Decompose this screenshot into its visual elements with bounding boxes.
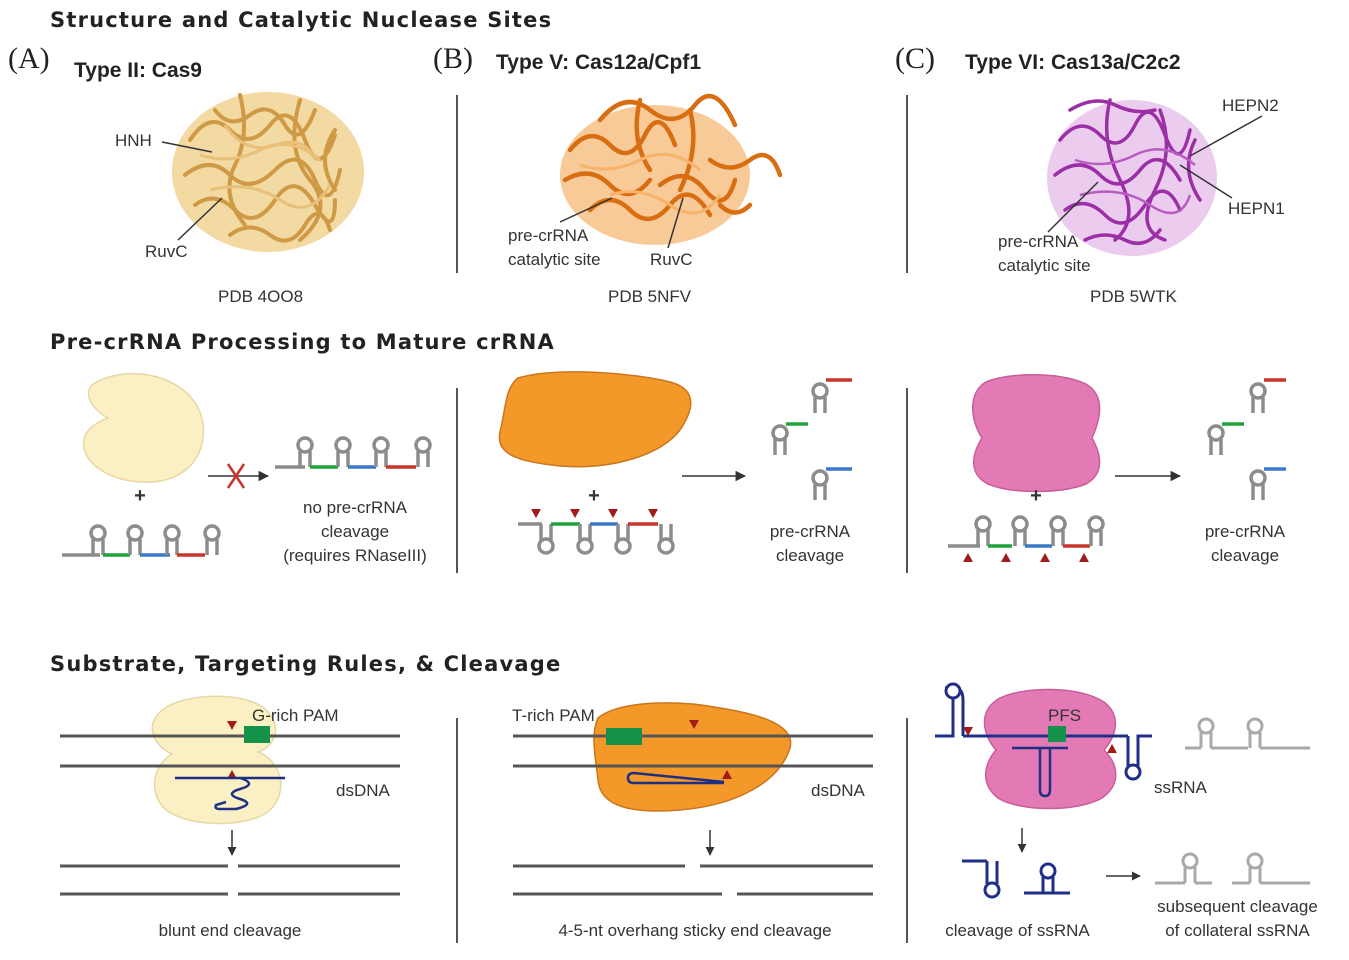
panel-title-b: Type V: Cas12a/Cpf1 bbox=[496, 51, 702, 74]
pdb-label-c: PDB 5WTK bbox=[1090, 287, 1177, 306]
panel-title-c: Type VI: Cas13a/C2c2 bbox=[965, 51, 1181, 74]
hepn1-leader bbox=[1179, 164, 1233, 199]
ruvc-leader-b bbox=[667, 197, 684, 249]
processing-label-c-line2: cleavage bbox=[1210, 546, 1280, 565]
label-ruvc-b: RuvC bbox=[650, 250, 693, 269]
panel-title-a: Type II: Cas9 bbox=[74, 59, 202, 82]
cleavage-label-c: cleavage of ssRNA bbox=[945, 921, 1090, 940]
cas9-structure bbox=[172, 92, 364, 252]
cas12a-protein-shape bbox=[498, 371, 692, 468]
hnh-leader bbox=[161, 141, 213, 153]
pfs-box bbox=[1048, 726, 1066, 742]
cas13a-protein-shape bbox=[972, 373, 1101, 493]
pfs-label: PFS bbox=[1048, 706, 1082, 725]
collateral-ssrna-intact bbox=[1185, 717, 1310, 750]
pam-box-a bbox=[244, 726, 270, 743]
pdb-label-a: PDB 4OO8 bbox=[218, 287, 304, 306]
precrrna-array-a-uncleaved bbox=[275, 436, 432, 469]
label-catalytic-site-b: catalytic site bbox=[508, 250, 601, 269]
section-title-substrate: Substrate, Targeting Rules, & Cleavage bbox=[50, 652, 562, 676]
precrrna-leader-c bbox=[1047, 181, 1099, 233]
panel-letter-c: (C) bbox=[895, 42, 935, 75]
ruvc-leader-a bbox=[177, 197, 223, 241]
divider-top-1 bbox=[456, 95, 458, 273]
section-title-structure: Structure and Catalytic Nuclease Sites bbox=[50, 8, 553, 32]
guide-rna-b bbox=[626, 771, 725, 785]
substrate-label-c: ssRNA bbox=[1154, 778, 1207, 797]
label-hepn2: HEPN2 bbox=[1222, 96, 1279, 115]
substrate-label-b: dsDNA bbox=[811, 781, 865, 800]
section-title-processing: Pre-crRNA Processing to Mature crRNA bbox=[50, 330, 555, 354]
collateral-label-line2: of collateral ssRNA bbox=[1165, 921, 1310, 940]
cleavage-label-b: 4-5-nt overhang sticky end cleavage bbox=[558, 921, 832, 940]
cas9-protein-shape bbox=[82, 373, 205, 483]
label-precrrna-b: pre-crRNA bbox=[508, 226, 589, 245]
plus-sign-c: + bbox=[1030, 485, 1042, 507]
cleaved-ssrna bbox=[962, 859, 1070, 899]
plus-sign-a: + bbox=[134, 485, 146, 507]
substrate-label-a: dsDNA bbox=[336, 781, 390, 800]
crrna-c bbox=[1012, 746, 1068, 798]
cas12a-substrate-shape bbox=[593, 702, 792, 812]
pdb-label-b: PDB 5NFV bbox=[608, 287, 692, 306]
ssrna-hairpin-right bbox=[1124, 763, 1142, 781]
label-ruvc-a: RuvC bbox=[145, 242, 188, 261]
collateral-label-line1: subsequent cleavage bbox=[1157, 897, 1318, 916]
plus-sign-b: + bbox=[588, 485, 600, 507]
processing-label-b-line1: pre-crRNA bbox=[769, 522, 851, 541]
cas12a-structure bbox=[560, 93, 783, 245]
pam-label-b: T-rich PAM bbox=[512, 706, 595, 725]
panel-letter-b: (B) bbox=[433, 42, 473, 75]
divider-bottom-1 bbox=[456, 718, 458, 943]
processing-label-a-line3: (requires RNaseIII) bbox=[283, 546, 427, 565]
label-hnh: HNH bbox=[115, 131, 152, 150]
pam-label-a: G-rich PAM bbox=[252, 706, 339, 725]
divider-bottom-2 bbox=[906, 718, 908, 943]
processing-label-a-line2: cleavage bbox=[320, 522, 390, 541]
collateral-ssrna-cleaved bbox=[1155, 852, 1310, 885]
no-cleavage-cross-icon bbox=[226, 463, 246, 489]
precrrna-array-b bbox=[518, 509, 675, 555]
sticky-cut-dsdna bbox=[513, 864, 873, 896]
processing-label-a-line1: no pre-crRNA bbox=[303, 498, 407, 517]
guide-rna-a bbox=[175, 776, 285, 811]
mature-crrna-c bbox=[1207, 378, 1286, 502]
hepn2-leader bbox=[1189, 115, 1263, 157]
blunt-cut-dsdna bbox=[60, 864, 400, 896]
precrrna-array-c bbox=[948, 515, 1105, 562]
processing-label-b-line2: cleavage bbox=[775, 546, 845, 565]
precrrna-leader-b bbox=[559, 197, 613, 223]
divider-top-2 bbox=[906, 95, 908, 273]
mature-crrna-b bbox=[771, 378, 852, 502]
cas13a-structure bbox=[1047, 98, 1217, 256]
divider-mid-1 bbox=[456, 388, 458, 573]
label-precrrna-c: pre-crRNA bbox=[998, 232, 1079, 251]
pam-box-b bbox=[606, 728, 642, 745]
label-catalytic-site-c: catalytic site bbox=[998, 256, 1091, 275]
precrrna-array-a bbox=[62, 524, 221, 557]
divider-mid-2 bbox=[906, 388, 908, 573]
processing-label-c-line1: pre-crRNA bbox=[1204, 522, 1286, 541]
cleavage-label-a: blunt end cleavage bbox=[158, 921, 302, 940]
panel-letter-a: (A) bbox=[8, 42, 50, 75]
label-hepn1: HEPN1 bbox=[1228, 199, 1285, 218]
